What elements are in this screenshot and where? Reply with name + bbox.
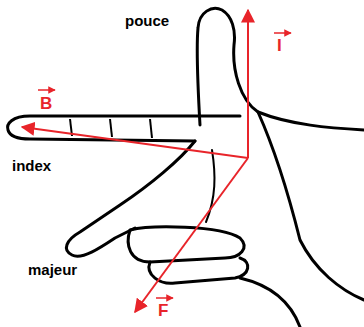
current-vector bbox=[247, 10, 249, 158]
vector-sign bbox=[156, 297, 173, 299]
palm-outline bbox=[240, 278, 300, 327]
finger-mark bbox=[150, 119, 152, 138]
finger-label: majeur bbox=[28, 262, 77, 277]
ring-finger-outline bbox=[128, 227, 244, 262]
vector-label: F bbox=[158, 302, 168, 319]
field-vector bbox=[22, 127, 248, 158]
palm-outline bbox=[258, 112, 364, 300]
crease-line bbox=[206, 150, 214, 222]
vector-label: B bbox=[40, 95, 52, 112]
little-finger-outline bbox=[149, 258, 248, 283]
thumb-outline bbox=[197, 8, 364, 130]
vector-sign bbox=[38, 89, 55, 91]
vector-sign bbox=[274, 32, 291, 34]
finger-label: index bbox=[12, 158, 51, 173]
index-outline bbox=[8, 116, 240, 141]
finger-mark bbox=[110, 119, 112, 137]
vector-label: I bbox=[277, 37, 282, 54]
force-vector bbox=[135, 158, 248, 312]
middle-finger-outline bbox=[66, 141, 195, 256]
finger-label: pouce bbox=[125, 13, 169, 28]
